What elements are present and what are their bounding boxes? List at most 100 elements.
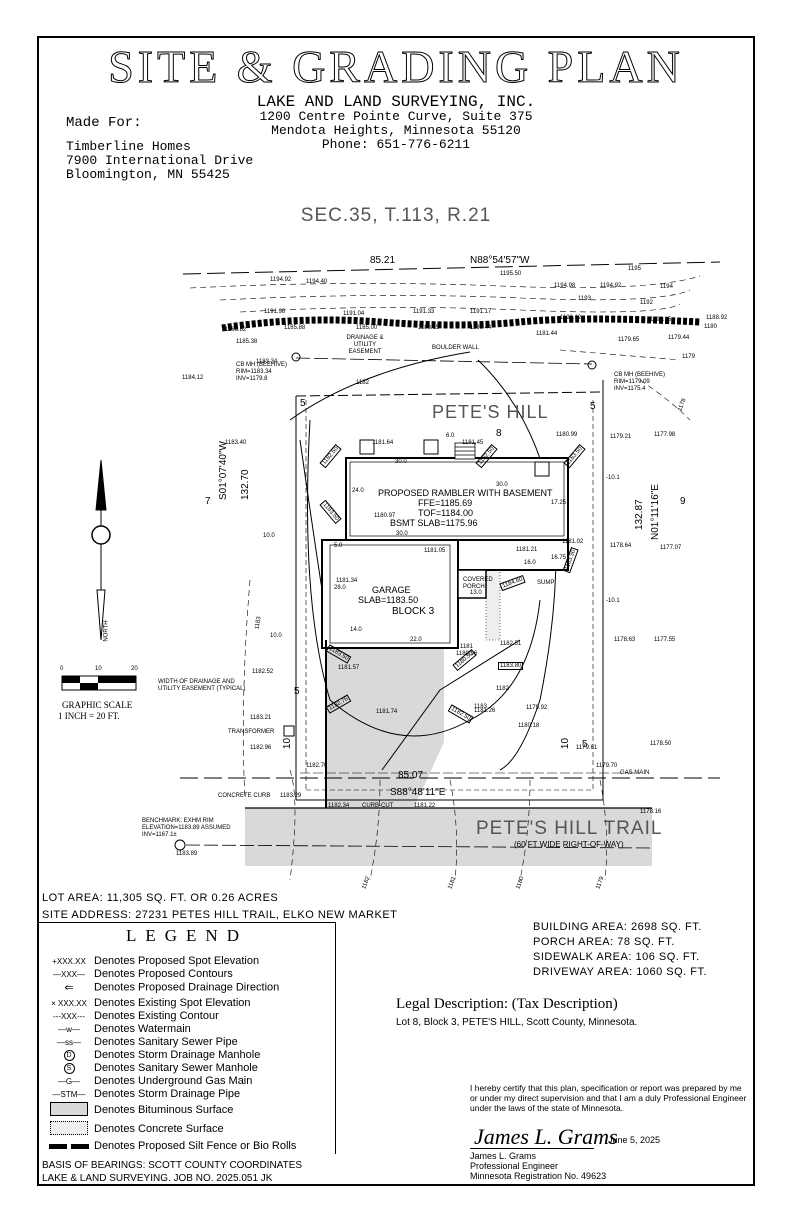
curb-cut-label: CURB-CUT <box>362 803 394 809</box>
sump-label: SUMP <box>537 580 555 586</box>
client-city: Bloomington, MN 55425 <box>66 167 230 182</box>
legend-item: —ss—Denotes Sanitary Sewer Pipe <box>57 1036 238 1049</box>
legal-heading: Legal Description: (Tax Description) <box>396 996 618 1012</box>
contour-label: 1182 <box>356 380 369 386</box>
spot-elev: 1181.57 <box>338 665 360 671</box>
legend-item: —STM—Denotes Storm Drainage Pipe <box>52 1088 241 1101</box>
prop-elev: 1183.80 <box>498 662 524 670</box>
house-bsmt: BSMT SLAB=1175.96 <box>390 518 478 528</box>
section-label: SEC.35, T.113, R.21 <box>300 205 492 226</box>
company-name: LAKE AND LAND SURVEYING, INC. <box>256 93 536 111</box>
rear-line <box>295 391 604 397</box>
contour-label: 1183 <box>474 704 487 710</box>
row-note: (60 FT WIDE RIGHT-OF-WAY) <box>514 840 624 849</box>
gas-main-label: GAS MAIN <box>620 770 650 776</box>
made-for-label: Made For: <box>66 115 142 131</box>
spot-elev: 1180.97 <box>374 513 396 519</box>
contour-label: 1195 <box>628 266 641 272</box>
dim-10-b: 10.0 <box>270 633 282 639</box>
block-label: BLOCK 3 <box>392 606 435 617</box>
spot-elev: 1191.33 <box>413 309 435 315</box>
porch-footprint <box>457 569 487 599</box>
scale-tick: 0 <box>60 666 64 672</box>
bituminous-swatch-icon <box>44 1102 94 1118</box>
cb-manhole-west: CB MH (BEEHIVE) RIM=1183.34 INV=1179.8 <box>236 362 288 382</box>
dim-5-d: 5 <box>294 686 300 697</box>
spot-elev: 1184.12 <box>182 375 204 381</box>
lot-area: LOT AREA: 11,305 SQ. FT. OR 0.26 ACRES <box>42 892 279 904</box>
spot-elev: 1191.12 <box>560 315 582 321</box>
spot-elev: 1179.65 <box>618 337 640 343</box>
engineer-title: Professional Engineer <box>470 1161 559 1171</box>
spot-elev: 1181.64 <box>372 440 394 446</box>
garage-label: GARAGE <box>372 585 411 595</box>
east-bearing: N01°11'16"E <box>650 484 661 540</box>
spot-elev: 1191.98 <box>264 309 286 315</box>
dim-16b: 16.75 <box>551 555 567 561</box>
scale-tick: 20 <box>131 666 138 672</box>
west-bearing: S01°07'40"W <box>218 441 229 500</box>
dim-30-b: 30.0 <box>496 482 508 488</box>
spot-elev: 1182.96 <box>250 745 272 751</box>
engineer-name: James L. Grams <box>470 1151 537 1161</box>
spot-elev: 1183.21 <box>250 715 272 721</box>
graphic-scale-title: GRAPHIC SCALE <box>62 700 133 710</box>
dim-30-a: 30.0 <box>395 459 407 465</box>
spot-elev: 1181.05 <box>424 548 446 554</box>
east-dimension: 132.87 <box>634 499 645 530</box>
spot-elev: 1183.44 <box>470 325 492 331</box>
legend-item: Denotes Concrete Surface <box>44 1121 224 1135</box>
spot-elev: 1182.52 <box>252 669 274 675</box>
dim-22: 22.0 <box>410 637 422 643</box>
sanitary-manhole-icon: S <box>44 1062 94 1074</box>
spot-elev: 1185.38 <box>236 339 258 345</box>
spot-elev: 1177.98 <box>654 432 676 438</box>
porch-area: PORCH AREA: 78 SQ. FT. <box>533 936 675 948</box>
scale-tick: 10 <box>95 666 102 672</box>
street-pavement <box>245 808 652 866</box>
porch-dim: 13.0 <box>470 590 482 596</box>
spot-elev: 1194.92 <box>270 277 292 283</box>
dim-10-c: -10.1 <box>606 475 620 481</box>
lot-west: 7 <box>205 496 211 507</box>
sanitary-manhole <box>174 839 186 851</box>
spot-elev: 1195.50 <box>500 271 522 277</box>
graphic-scale-ratio: 1 INCH = 20 FT. <box>58 711 120 721</box>
site-address: SITE ADDRESS: 27231 PETES HILL TRAIL, EL… <box>42 909 398 921</box>
client-name: Timberline Homes <box>66 139 191 154</box>
legend-item: Denotes Bituminous Surface <box>44 1102 233 1118</box>
spot-elev: 1183.15 <box>418 325 440 331</box>
north-bearing: N88°54'57"W <box>470 255 530 266</box>
porch-label: COVERED PORCH <box>463 577 493 590</box>
company-address-1: 1200 Centre Pointe Curve, Suite 375 <box>259 109 533 124</box>
spot-elev: 1178.16 <box>640 809 662 815</box>
spot-elev: 1181.02 <box>562 539 584 545</box>
dim-5-a: 5.0 <box>334 543 343 549</box>
house-tof: TOF=1184.00 <box>418 508 473 518</box>
contour-label: 1179 <box>682 354 695 360</box>
transformer-label: TRANSFORMER <box>228 729 275 735</box>
house-footprint <box>345 457 569 541</box>
spot-elev: 1179.92 <box>526 705 548 711</box>
legend-title: LEGEND <box>126 926 248 945</box>
spot-elev: 1182.51 <box>500 641 522 647</box>
spot-elev: 1181.44 <box>536 331 558 337</box>
dim-5-e: 5 <box>582 739 588 750</box>
spot-elev: 1179.44 <box>668 335 690 341</box>
drainage-arrow-icon: ⇐ <box>64 982 74 994</box>
garage-footprint <box>321 539 459 649</box>
spot-elev: 1181.21 <box>516 547 538 553</box>
spot-elev: 1178.64 <box>610 543 632 549</box>
drawing-border <box>37 36 755 1186</box>
spot-elev: 1181.34 <box>336 578 358 584</box>
concrete-curb-label: CONCRETE CURB <box>218 793 271 799</box>
spot-elev: 1194.92 <box>600 283 622 289</box>
dim-5-b: 5 <box>300 398 306 409</box>
contour-label: 1193 <box>578 296 591 302</box>
dim-10-d: -10.1 <box>606 598 620 604</box>
